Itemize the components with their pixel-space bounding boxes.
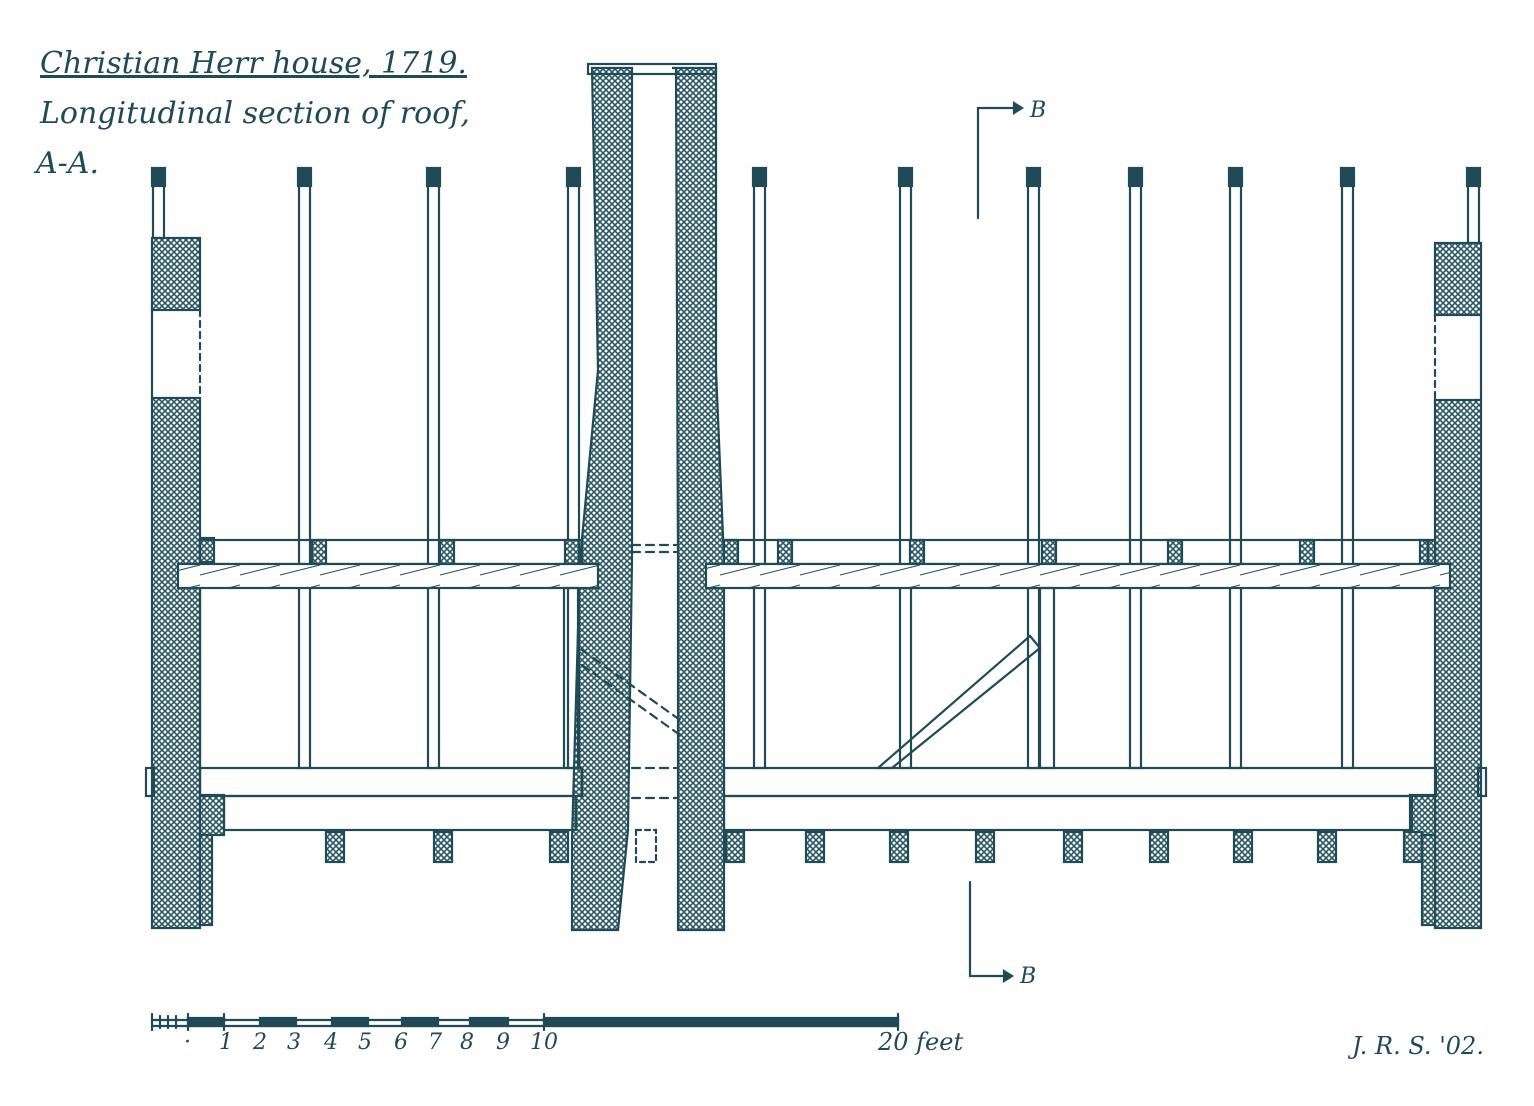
joist-ends — [324, 830, 1424, 864]
purlin-plates — [176, 562, 1452, 590]
scale-bar — [150, 1012, 900, 1032]
scale-tick-label-4: 4 — [324, 1030, 338, 1055]
rafters — [151, 168, 1481, 770]
scale-tick-label-9: 9 — [496, 1030, 510, 1055]
title-line-3: A-A. — [36, 146, 100, 181]
scale-tick-label-1: 1 — [219, 1030, 233, 1055]
section-mark-bottom-label: B — [1020, 964, 1037, 989]
section-mark-top-label: B — [1030, 98, 1047, 123]
scale-tick-label-10: 10 — [530, 1030, 558, 1055]
post-and-brace — [562, 586, 1056, 770]
scale-tick-label-0: · — [184, 1030, 191, 1055]
title-line-1: Christian Herr house, 1719. — [40, 46, 467, 81]
section-mark-top — [976, 101, 1025, 220]
scale-tick-label-7: 7 — [428, 1030, 442, 1055]
rafter-caps — [150, 166, 1482, 188]
title-line-2: Longitudinal section of roof, — [40, 96, 470, 131]
scale-tick-label-2: 2 — [253, 1030, 267, 1055]
left-gable-wall — [150, 236, 226, 930]
right-gable-wall — [1408, 241, 1483, 930]
signature: J. R. S. '02. — [1352, 1032, 1484, 1060]
collar-level — [198, 538, 1430, 566]
chimney — [570, 62, 726, 932]
scale-end-label: 20 feet — [878, 1028, 964, 1056]
scale-tick-label-5: 5 — [358, 1030, 372, 1055]
scale-tick-label-8: 8 — [460, 1030, 474, 1055]
scale-tick-label-3: 3 — [287, 1030, 301, 1055]
section-mark-bottom — [968, 880, 1015, 983]
floor-beams — [144, 766, 1488, 832]
scale-tick-label-6: 6 — [394, 1030, 408, 1055]
